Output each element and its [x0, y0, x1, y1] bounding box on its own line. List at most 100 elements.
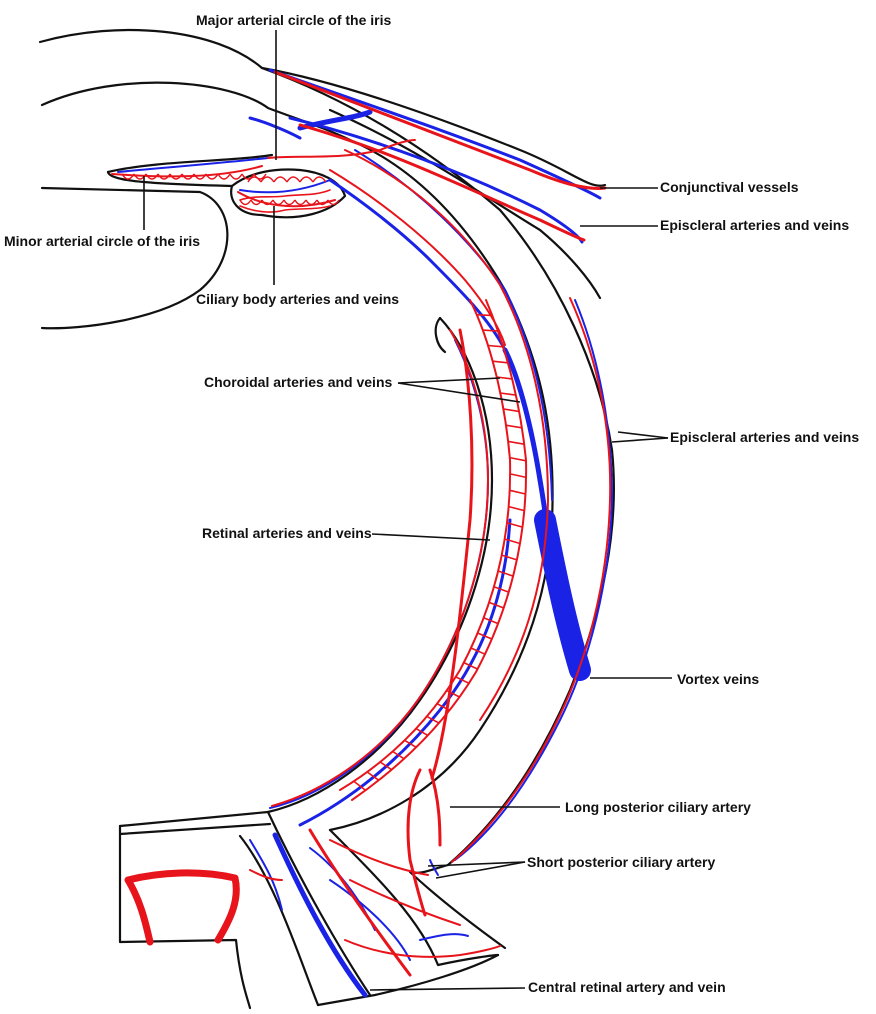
- conjunctiva-lower: [328, 108, 602, 300]
- choroid-rung: [483, 617, 499, 625]
- label-conjunctival: Conjunctival vessels: [660, 179, 799, 195]
- capillary-loop: [145, 173, 159, 180]
- capillary-loop: [193, 173, 207, 180]
- retina-tip: [434, 316, 447, 354]
- choroid-rung: [504, 538, 521, 545]
- iris-upper: [106, 153, 274, 174]
- anatomy-outlines: [38, 28, 615, 1010]
- capillary-loop: [283, 199, 296, 206]
- leader-short-posterior-b: [435, 861, 526, 879]
- ciliary-body-outline: [230, 168, 347, 219]
- choroid-rung: [446, 689, 460, 698]
- leader-short-posterior-a: [427, 861, 526, 867]
- capillary-loop: [250, 199, 263, 206]
- choroid-rung: [392, 750, 405, 760]
- choroid-rungs: [353, 314, 527, 791]
- choroid-rung: [506, 522, 523, 528]
- retina-inner: [266, 316, 494, 814]
- label-major-circle: Major arterial circle of the iris: [196, 12, 392, 28]
- capillary-loop: [205, 173, 219, 180]
- lens-outline: [40, 186, 229, 330]
- optic-nerve-left: [238, 834, 320, 1007]
- capillary-loop: [157, 173, 171, 180]
- choroid-rung: [493, 586, 509, 593]
- label-short-posterior: Short posterior ciliary artery: [527, 854, 716, 870]
- choroid-rung: [436, 702, 450, 712]
- cornea-inner: [40, 81, 352, 142]
- leader-lines: [143, 30, 672, 991]
- sheath-edge: [408, 863, 507, 950]
- capillary-loop: [247, 176, 262, 183]
- label-choroidal: Choroidal arteries and veins: [204, 374, 392, 390]
- capillary-loop: [273, 176, 288, 183]
- choroid-rung: [482, 329, 498, 332]
- choroid-rung: [503, 408, 520, 413]
- choroid-rung: [500, 392, 516, 396]
- choroid-rung: [353, 780, 366, 791]
- posterior-block-top-2: [118, 822, 272, 836]
- optic-nerve-right: [328, 828, 500, 967]
- capillary-loop: [239, 199, 252, 206]
- sclera-inner: [328, 138, 554, 832]
- capillary-loop: [260, 176, 275, 183]
- label-long-posterior: Long posterior ciliary artery: [565, 799, 751, 815]
- capillary-loop: [229, 173, 243, 180]
- capillary-loop: [305, 199, 318, 206]
- capillary-loop: [272, 199, 285, 206]
- choroid-rung: [426, 715, 440, 724]
- choroid-rung: [476, 314, 493, 317]
- iris-capillary-loops: [121, 173, 340, 206]
- capillary-loop: [299, 176, 314, 183]
- capillary-loop: [217, 173, 231, 180]
- label-retinal: Retinal arteries and veins: [202, 525, 372, 541]
- choroid-rung: [488, 601, 504, 609]
- capillary-loop: [327, 199, 340, 206]
- choroid-rung: [508, 505, 525, 512]
- capillary-loop: [121, 173, 135, 180]
- label-minor-circle: Minor arterial circle of the iris: [4, 233, 200, 249]
- choroid-rung: [487, 344, 504, 348]
- cornea-outer: [38, 28, 607, 187]
- leader-choroidal-a: [397, 377, 501, 384]
- sclera-outer: [260, 66, 615, 867]
- leader-central-retinal: [369, 987, 526, 991]
- capillary-loop: [286, 176, 301, 183]
- capillary-loop: [181, 173, 195, 180]
- capillary-loop: [316, 199, 329, 206]
- choroid-rung: [366, 771, 380, 781]
- choroid-rung: [470, 647, 486, 655]
- labels: Major arterial circle of the iris Minor …: [4, 12, 859, 995]
- capillary-loop: [294, 199, 307, 206]
- choroid-rung: [404, 739, 417, 748]
- choroid-rung: [455, 676, 470, 685]
- capillary-loop: [312, 176, 327, 183]
- leader-episcleral-mid-a: [611, 437, 669, 443]
- leader-retinal: [371, 533, 491, 541]
- choroid-rung: [505, 424, 523, 429]
- choroid-rung: [509, 456, 527, 462]
- choroid-rung: [477, 632, 493, 640]
- choroid-rung: [497, 570, 514, 577]
- choroid-rung: [501, 554, 518, 561]
- posterior-block-left: [118, 824, 252, 1010]
- choroid-rung: [463, 661, 478, 670]
- leader-choroidal-b: [397, 382, 521, 403]
- label-episcleral-top: Episcleral arteries and veins: [660, 217, 849, 233]
- capillary-loop: [261, 199, 274, 206]
- choroid-rung: [415, 727, 429, 737]
- capillary-loop: [169, 173, 183, 180]
- bottom-edge: [316, 953, 500, 1007]
- choroid-rung: [492, 360, 508, 364]
- choroid-rung: [507, 440, 525, 445]
- posterior-block-top: [118, 810, 270, 828]
- capillary-loop: [241, 173, 255, 180]
- capillary-loop: [253, 173, 267, 180]
- choroid-rung: [379, 761, 393, 771]
- optic-nerve-center: [266, 810, 372, 997]
- label-episcleral-mid: Episcleral arteries and veins: [670, 429, 859, 445]
- choroid-rung: [509, 473, 527, 479]
- label-ciliary-body: Ciliary body arteries and veins: [196, 291, 399, 307]
- label-vortex: Vortex veins: [677, 671, 759, 687]
- arteries: [111, 70, 612, 977]
